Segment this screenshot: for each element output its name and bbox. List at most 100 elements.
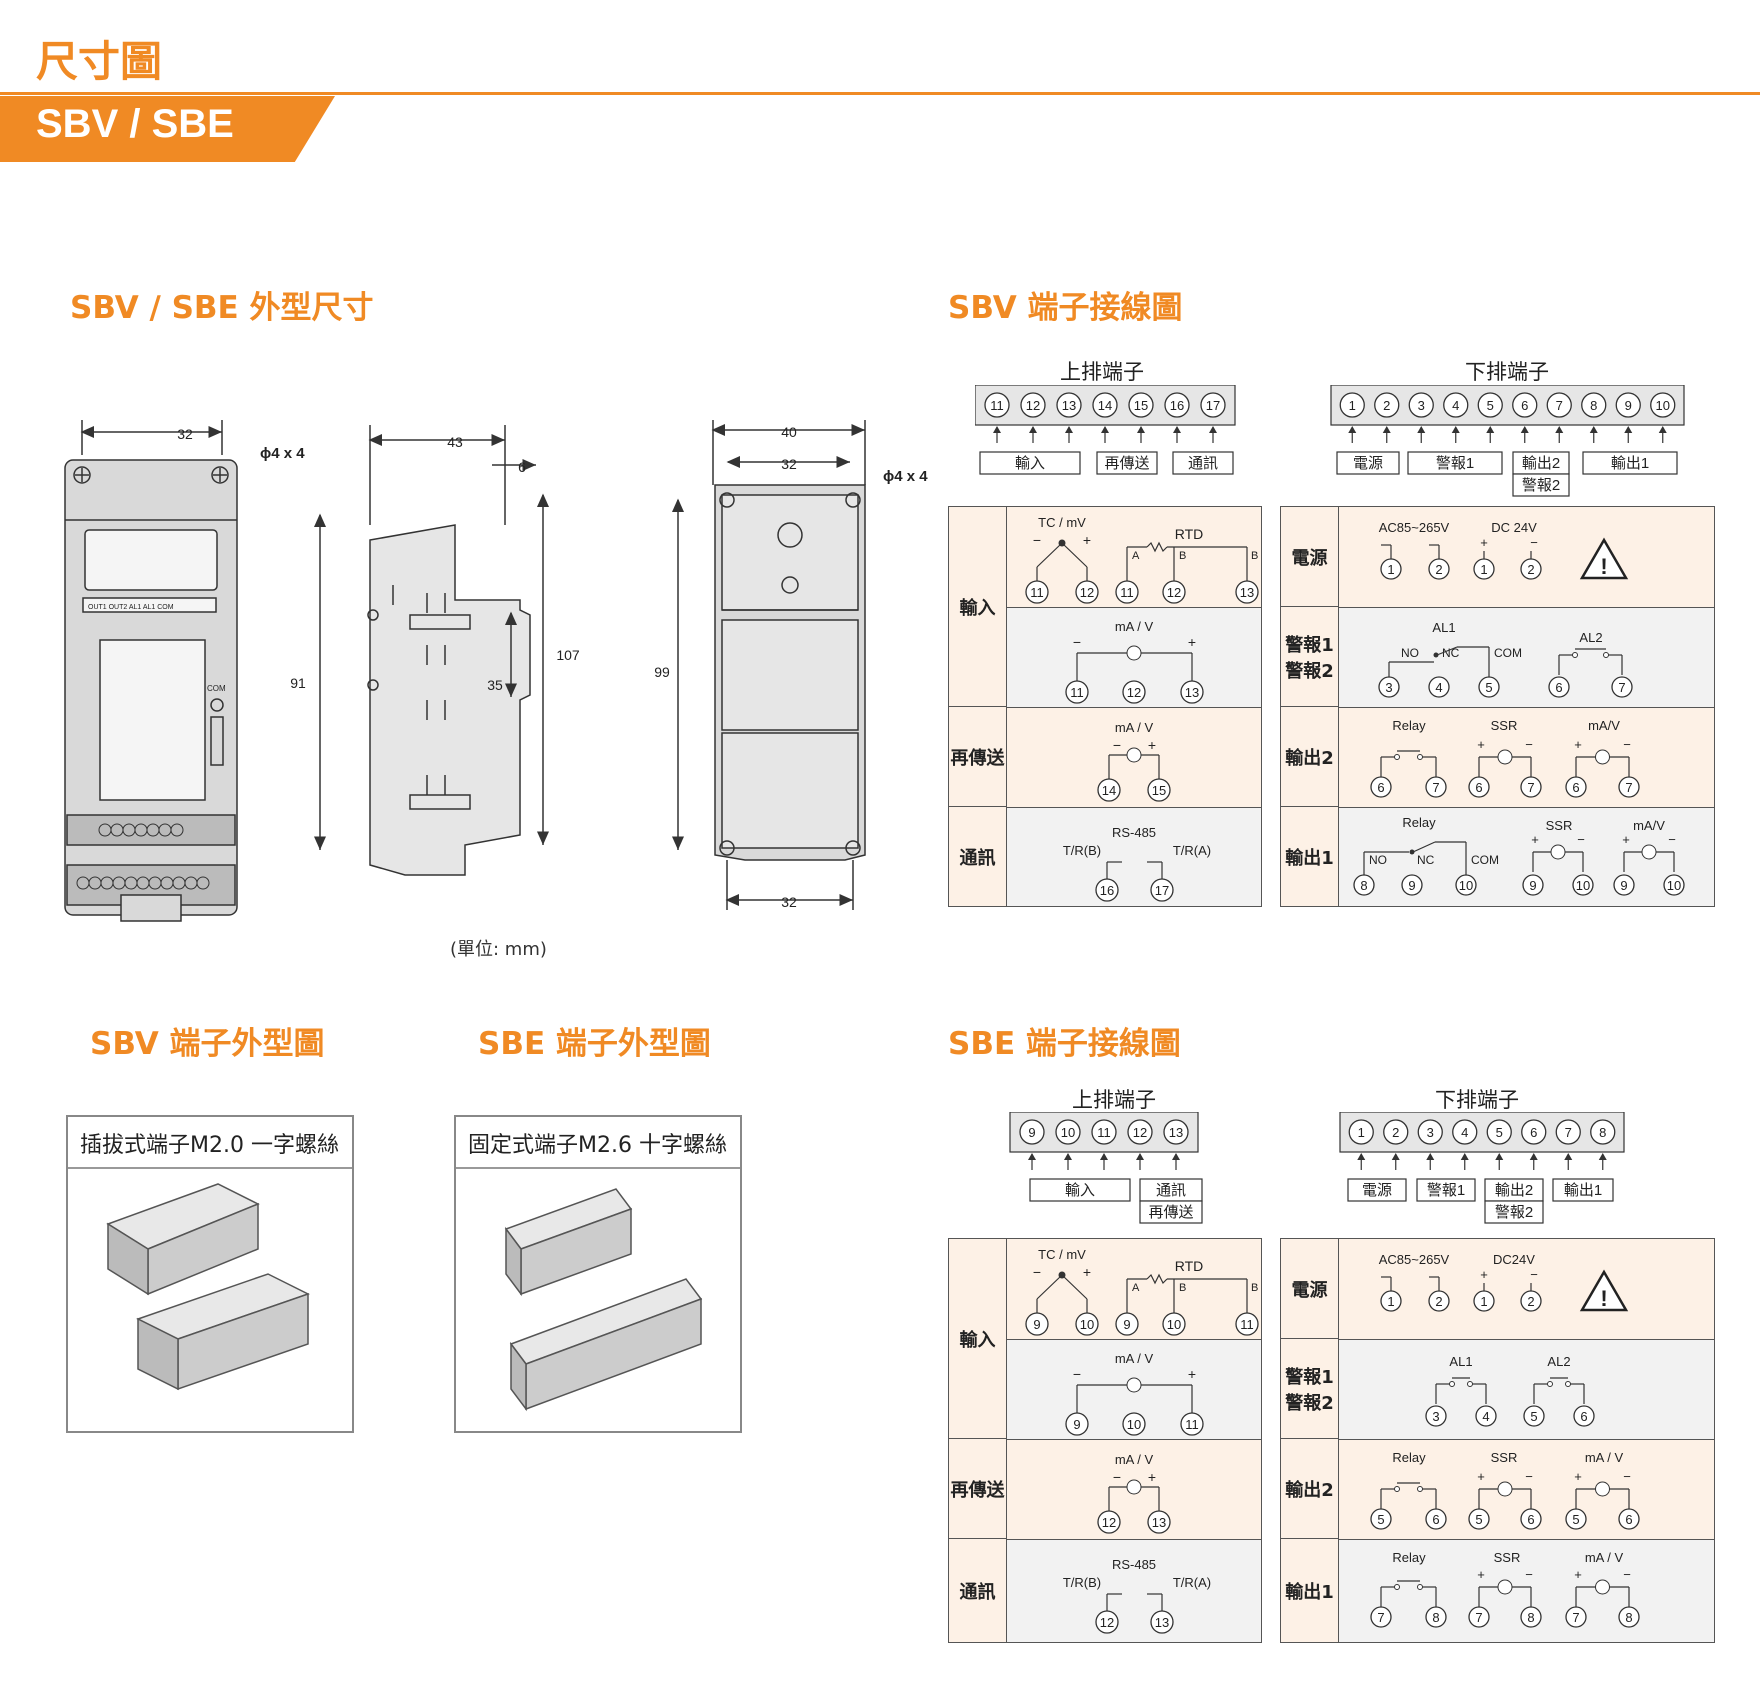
terminal-number: 3 xyxy=(1385,680,1392,695)
terminal-2 xyxy=(1383,1119,1409,1145)
front-output-labels: OUT1 OUT2 AL1 AL1 COM xyxy=(88,604,174,611)
diagram-label: Relay xyxy=(1392,1450,1426,1465)
terminal-9 xyxy=(1613,874,1635,896)
terminal-number: 12 xyxy=(1133,1125,1147,1140)
terminal-13 xyxy=(1163,1119,1189,1145)
diagram-label: DC24V xyxy=(1493,1252,1535,1267)
diagram-label: − xyxy=(1623,1469,1631,1484)
terminal-number: 11 xyxy=(990,398,1004,413)
terminal-number: 4 xyxy=(1461,1125,1468,1140)
terminal-number: 8 xyxy=(1590,398,1597,413)
terminal-10 xyxy=(1663,874,1685,896)
sbe-group-comm-label: 通訊 xyxy=(1156,1182,1186,1199)
svg-text:!: ! xyxy=(1600,554,1607,579)
sbv-out2-label: 輸出2 xyxy=(1281,707,1339,807)
diagram-label: AL2 xyxy=(1579,630,1602,645)
terminal-number: 17 xyxy=(1206,398,1220,413)
terminal-number: 3 xyxy=(1418,398,1425,413)
side-depth-label: 43 xyxy=(447,434,463,450)
terminal-9 xyxy=(1065,1412,1089,1436)
terminal-17 xyxy=(1150,878,1174,902)
terminal-number: 8 xyxy=(1527,1610,1534,1625)
sbe-wiring-heading: SBE 端子接線圖 xyxy=(948,1026,1181,1062)
diagram-label: mA / V xyxy=(1115,1452,1154,1467)
diagram-label: + xyxy=(1480,1267,1488,1282)
sbe-group-input xyxy=(1029,1178,1131,1202)
diagram-label: − xyxy=(1525,1469,1533,1484)
page-title: 尺寸圖 xyxy=(36,37,163,86)
diagram-label: NC xyxy=(1417,853,1435,867)
diagram-label: Relay xyxy=(1392,718,1426,733)
sbe-group-alarm1 xyxy=(1416,1178,1476,1202)
terminal-number: 8 xyxy=(1360,878,1367,893)
terminal-number: 13 xyxy=(1240,585,1254,600)
terminal-number: 11 xyxy=(1030,585,1044,600)
diagram-label: + xyxy=(1477,1567,1485,1582)
terminal-10 xyxy=(1162,1312,1186,1336)
diagram-label: NC xyxy=(1442,646,1460,660)
terminal-9 xyxy=(1401,874,1423,896)
terminal-number: 12 xyxy=(1026,398,1040,413)
diagram-label: T/R(A) xyxy=(1173,843,1211,858)
sbv-terminal-shape-heading: SBV 端子外型圖 xyxy=(90,1026,325,1062)
terminal-number: 11 xyxy=(1185,1417,1199,1432)
diagram-label: − xyxy=(1073,1366,1081,1382)
sbv-group-retrans xyxy=(1096,451,1158,475)
terminal-9 xyxy=(1025,1312,1049,1336)
diagram-label: + xyxy=(1188,1366,1196,1382)
terminal-8 xyxy=(1618,1606,1640,1628)
sbe-alarm2-label: 警報2 xyxy=(1285,1392,1334,1414)
terminal-number: 13 xyxy=(1062,398,1076,413)
terminal-number: 9 xyxy=(1073,1417,1080,1432)
diagram-label: + xyxy=(1148,1469,1156,1485)
diagram-label: T/R(B) xyxy=(1063,843,1101,858)
diagram-label: + xyxy=(1531,832,1539,847)
diagram-label: AL1 xyxy=(1449,1354,1472,1369)
terminal-8 xyxy=(1590,1119,1616,1145)
diagram-label: COM xyxy=(1494,646,1522,660)
diagram-label: AL1 xyxy=(1432,620,1455,635)
terminal-number: 2 xyxy=(1392,1125,1399,1140)
rear-outer-width-label: 40 xyxy=(781,424,797,440)
sbv-upper-title: 上排端子 xyxy=(1060,360,1144,384)
diagram-label: + xyxy=(1574,1469,1582,1484)
sbv-group-alarm1-label: 警報1 xyxy=(1436,455,1474,472)
terminal-number: 1 xyxy=(1358,1125,1365,1140)
terminal-12 xyxy=(1122,680,1146,704)
diagram-label: SSR xyxy=(1491,718,1518,733)
terminal-number: 7 xyxy=(1432,780,1439,795)
diagram-label: A xyxy=(1132,1282,1140,1294)
sbv-terminal-caption: 插拔式端子M2.0 一字螺絲 xyxy=(68,1117,352,1169)
diagram-label: − xyxy=(1113,737,1121,753)
terminal-14 xyxy=(1092,392,1118,418)
terminal-11 xyxy=(1180,1412,1204,1436)
terminal-6 xyxy=(1468,776,1490,798)
terminal-3 xyxy=(1417,1119,1443,1145)
rear-hole-label: ϕ4 x 4 xyxy=(883,468,928,485)
terminal-number: 7 xyxy=(1618,680,1625,695)
terminal-number: 9 xyxy=(1620,878,1627,893)
terminal-6 xyxy=(1521,1119,1547,1145)
sbe-lower-title: 下排端子 xyxy=(1435,1088,1519,1112)
sbv-group-out2-label: 輸出2 xyxy=(1522,455,1560,472)
sbv-alarm-label: 警報1 警報2 xyxy=(1281,607,1339,707)
terminal-1 xyxy=(1473,558,1495,580)
diagram-label: + xyxy=(1574,737,1582,752)
terminal-7 xyxy=(1370,1606,1392,1628)
terminal-strip xyxy=(1339,1112,1625,1153)
terminal-number: 9 xyxy=(1033,1317,1040,1332)
terminal-number: 11 xyxy=(1070,685,1084,700)
terminal-7 xyxy=(1468,1606,1490,1628)
terminal-5 xyxy=(1565,1508,1587,1530)
terminal-number: 5 xyxy=(1475,1512,1482,1527)
diagram-label: B xyxy=(1251,550,1258,562)
terminal-17 xyxy=(1200,392,1226,418)
sbv-group-comm xyxy=(1172,451,1234,475)
sbe-group-input-label: 輸入 xyxy=(1065,1182,1095,1199)
diagram-label: − xyxy=(1577,832,1585,847)
terminal-number: 9 xyxy=(1625,398,1632,413)
terminal-number: 4 xyxy=(1482,1409,1489,1424)
